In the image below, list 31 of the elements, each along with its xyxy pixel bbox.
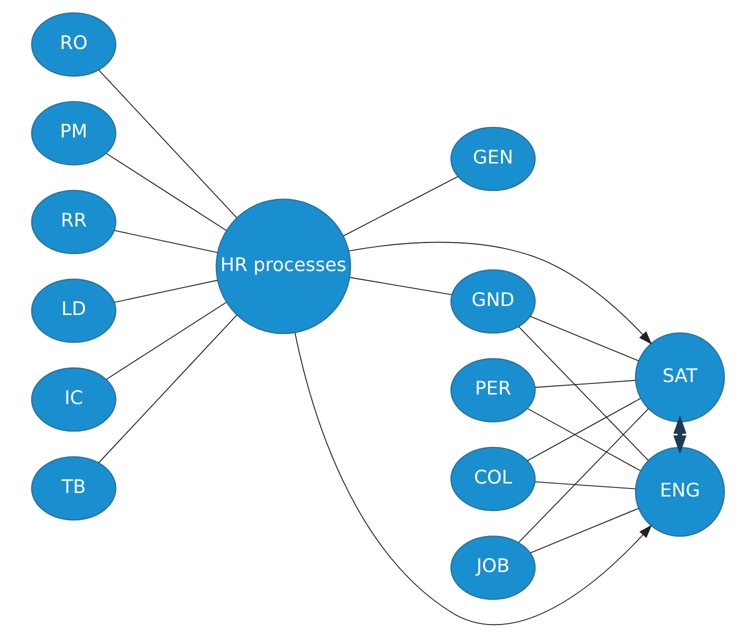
connector [529, 508, 639, 554]
node-ellipse: PER [450, 358, 536, 422]
connector [105, 302, 226, 380]
connector [534, 380, 636, 388]
node-circle: HR processes [215, 198, 351, 334]
connector [526, 398, 640, 462]
connector [534, 481, 636, 490]
node-ellipse: RO [30, 12, 116, 77]
connector [98, 314, 237, 464]
arrow [294, 332, 652, 625]
arrow [672, 414, 686, 454]
connector [518, 326, 648, 461]
node-ellipse: LD [30, 278, 116, 343]
connector [113, 280, 218, 303]
connector [518, 408, 648, 543]
node-ellipse: JOB [450, 536, 536, 600]
arrow [348, 242, 652, 344]
connector [526, 408, 640, 472]
node-ellipse: COL [450, 446, 536, 512]
node-ellipse: TB [30, 456, 116, 520]
node-ellipse: GND [450, 269, 536, 334]
node-ellipse: IC [30, 367, 116, 432]
connector [113, 230, 218, 254]
connector [342, 176, 458, 236]
node-ellipse: GEN [450, 126, 536, 192]
connector [349, 277, 452, 296]
node-ellipse: RR [30, 190, 116, 254]
connector [98, 69, 237, 218]
node-ellipse: PM [30, 101, 116, 166]
connector [529, 316, 639, 362]
connector [105, 153, 226, 231]
